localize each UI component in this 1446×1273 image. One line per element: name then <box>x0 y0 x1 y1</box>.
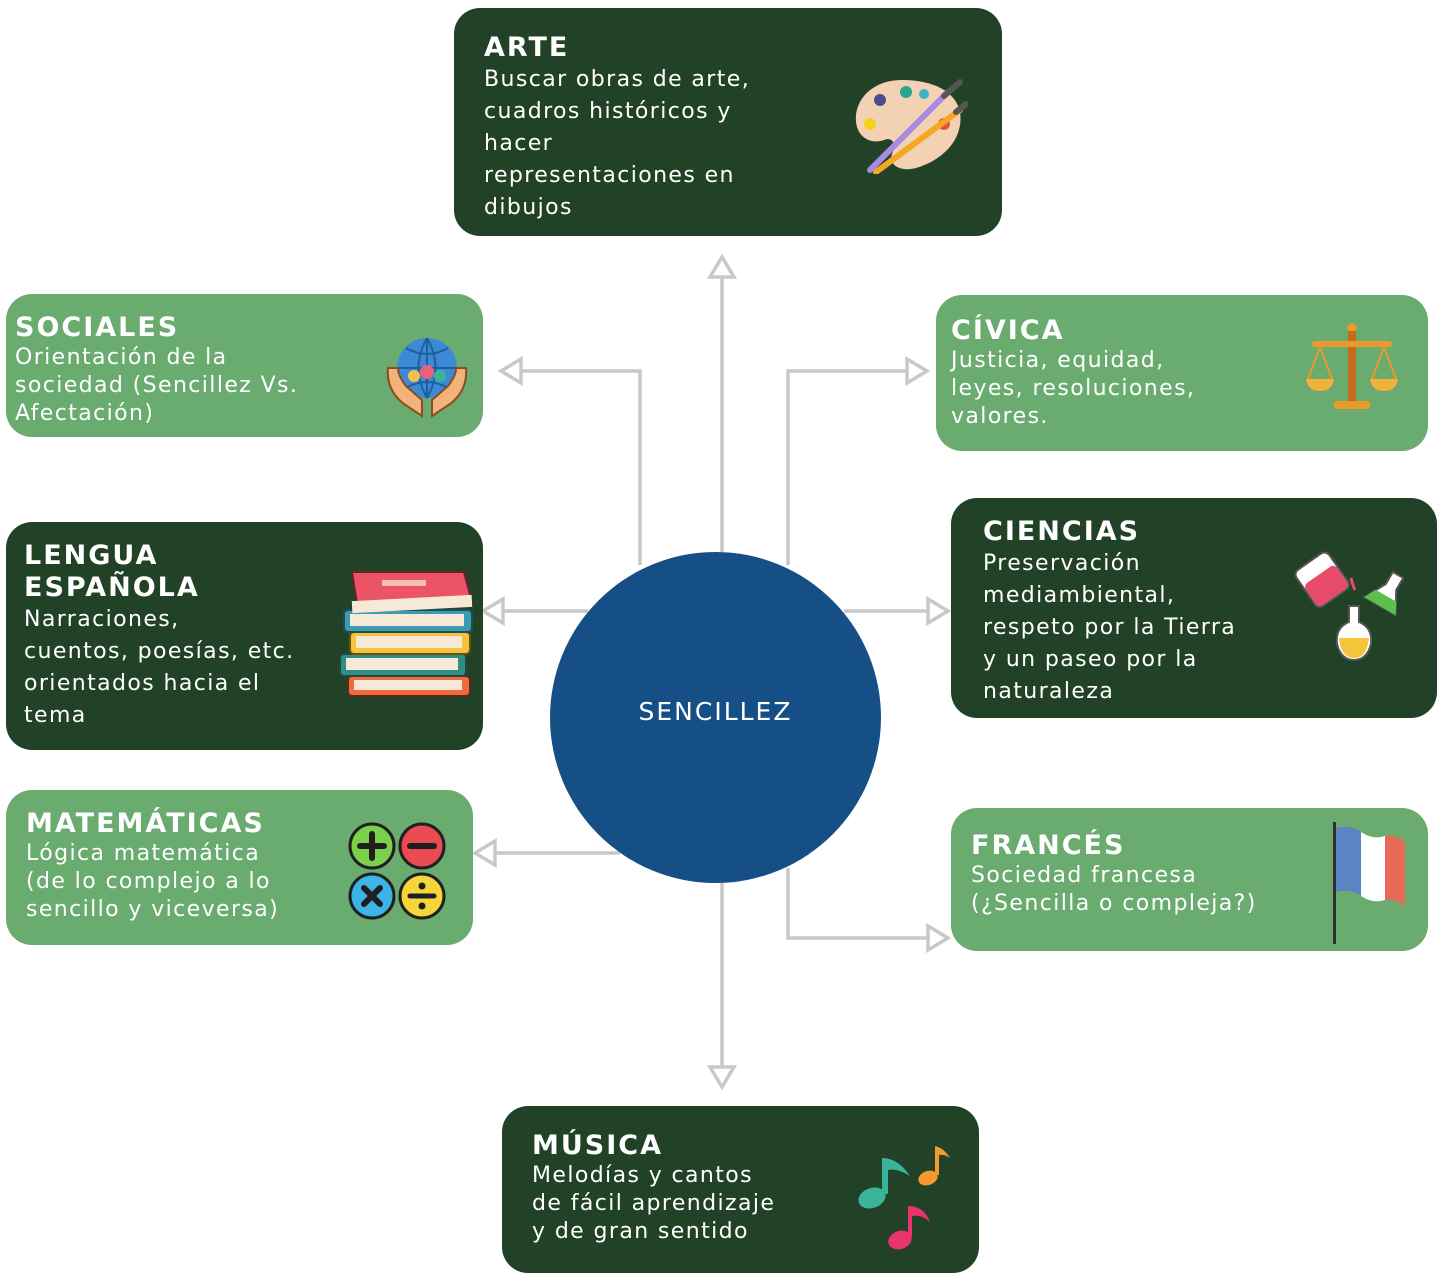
node-ciencias-line: naturaleza <box>983 679 1115 704</box>
node-civica-description: Justicia, equidad, leyes, resoluciones, … <box>951 347 1428 431</box>
node-arte: ARTE Buscar obras de arte, cuadros histó… <box>454 8 1002 236</box>
node-matematicas-line: sencillo y viceversa) <box>26 897 280 922</box>
node-lengua-line: cuentos, poesías, etc. <box>24 639 295 664</box>
node-musica-description: Melodías y cantos de fácil aprendizaje y… <box>532 1162 979 1246</box>
node-frances-line: (¿Sencilla o compleja?) <box>971 891 1257 916</box>
node-sociales-description: Orientación de la sociedad (Sencillez Vs… <box>15 344 483 428</box>
node-lengua-title-line: LENGUA <box>24 540 159 571</box>
node-arte-line: dibujos <box>484 195 573 220</box>
globe-community-hands-icon <box>386 337 468 418</box>
node-musica-line: y de gran sentido <box>532 1219 749 1244</box>
node-ciencias-title: CIENCIAS <box>983 516 1141 547</box>
node-musica-line: Melodías y cantos <box>532 1163 753 1188</box>
node-ciencias-description: Preservación mediambiental, respeto por … <box>983 548 1437 708</box>
node-ciencias-line: respeto por la Tierra <box>983 615 1237 640</box>
node-matematicas-description: Lógica matemática (de lo complejo a lo s… <box>26 840 473 924</box>
node-ciencias-line: mediambiental, <box>983 583 1176 608</box>
node-civica-line: valores. <box>951 404 1049 429</box>
node-matematicas-title: MATEMÁTICAS <box>26 808 265 839</box>
node-sociales-line: Orientación de la <box>15 345 228 370</box>
node-arte-line: cuadros históricos y <box>484 99 732 124</box>
node-frances-title: FRANCÉS <box>971 830 1126 861</box>
node-civica-line: Justicia, equidad, <box>951 348 1165 373</box>
node-sociales-line: sociedad (Sencillez Vs. <box>15 373 299 398</box>
center-topic-circle: SENCILLEZ <box>550 552 881 883</box>
arrow-lengua <box>479 595 505 627</box>
connector-civica <box>786 369 910 565</box>
node-frances-line: Sociedad francesa <box>971 863 1198 888</box>
arrow-frances <box>926 922 952 954</box>
paint-palette-icon <box>855 79 968 174</box>
node-arte-line: hacer <box>484 131 554 156</box>
arrow-civica <box>905 355 931 387</box>
node-lengua-line: orientados hacia el <box>24 671 261 696</box>
node-sociales: SOCIALES Orientación de la sociedad (Sen… <box>6 294 483 437</box>
arrow-ciencias <box>926 595 952 627</box>
connector-frances <box>786 868 930 940</box>
node-musica-title: MÚSICA <box>532 1130 663 1161</box>
node-musica: MÚSICA Melodías y cantos de fácil aprend… <box>502 1106 979 1273</box>
center-topic-label: SENCILLEZ <box>638 697 793 726</box>
node-arte-description: Buscar obras de arte, cuadros históricos… <box>484 64 1002 224</box>
node-lengua-line: Narraciones, <box>24 607 180 632</box>
music-notes-icon <box>858 1146 950 1250</box>
arrow-matematicas <box>471 837 497 869</box>
node-lengua-line: tema <box>24 703 87 728</box>
node-arte-line: Buscar obras de arte, <box>484 67 751 92</box>
node-arte-title: ARTE <box>484 32 570 63</box>
node-sociales-line: Afectación) <box>15 401 155 426</box>
node-matematicas: MATEMÁTICAS Lógica matemática (de lo com… <box>6 790 473 945</box>
scales-of-justice-icon <box>1306 323 1398 409</box>
node-civica-title: CÍVICA <box>951 315 1065 346</box>
arrow-arte <box>706 253 738 279</box>
node-lengua-description: Narraciones, cuentos, poesías, etc. orie… <box>24 604 483 732</box>
node-frances-description: Sociedad francesa (¿Sencilla o compleja?… <box>971 862 1428 918</box>
node-matematicas-line: Lógica matemática <box>26 841 261 866</box>
node-sociales-title: SOCIALES <box>15 312 180 343</box>
french-flag-icon <box>1333 822 1405 944</box>
node-ciencias-line: y un paseo por la <box>983 647 1198 672</box>
node-civica-line: leyes, resoluciones, <box>951 376 1196 401</box>
chemistry-flasks-icon <box>1294 551 1405 662</box>
node-ciencias: CIENCIAS Preservación mediambiental, res… <box>951 498 1437 718</box>
node-lengua-espanola: LENGUA ESPAÑOLA Narraciones, cuentos, po… <box>6 522 483 750</box>
node-arte-line: representaciones en <box>484 163 735 188</box>
connector-sociales <box>518 369 642 565</box>
arrow-sociales <box>497 355 523 387</box>
math-operators-icon <box>348 822 446 920</box>
node-matematicas-line: (de lo complejo a lo <box>26 869 271 894</box>
node-musica-line: de fácil aprendizaje <box>532 1191 776 1216</box>
node-lengua-title-line: ESPAÑOLA <box>24 572 200 603</box>
arrow-musica <box>706 1065 738 1091</box>
node-ciencias-line: Preservación <box>983 551 1141 576</box>
node-civica: CÍVICA Justicia, equidad, leyes, resoluc… <box>936 295 1428 451</box>
node-frances: FRANCÉS Sociedad francesa (¿Sencilla o c… <box>951 808 1428 951</box>
book-stack-icon <box>339 571 474 697</box>
